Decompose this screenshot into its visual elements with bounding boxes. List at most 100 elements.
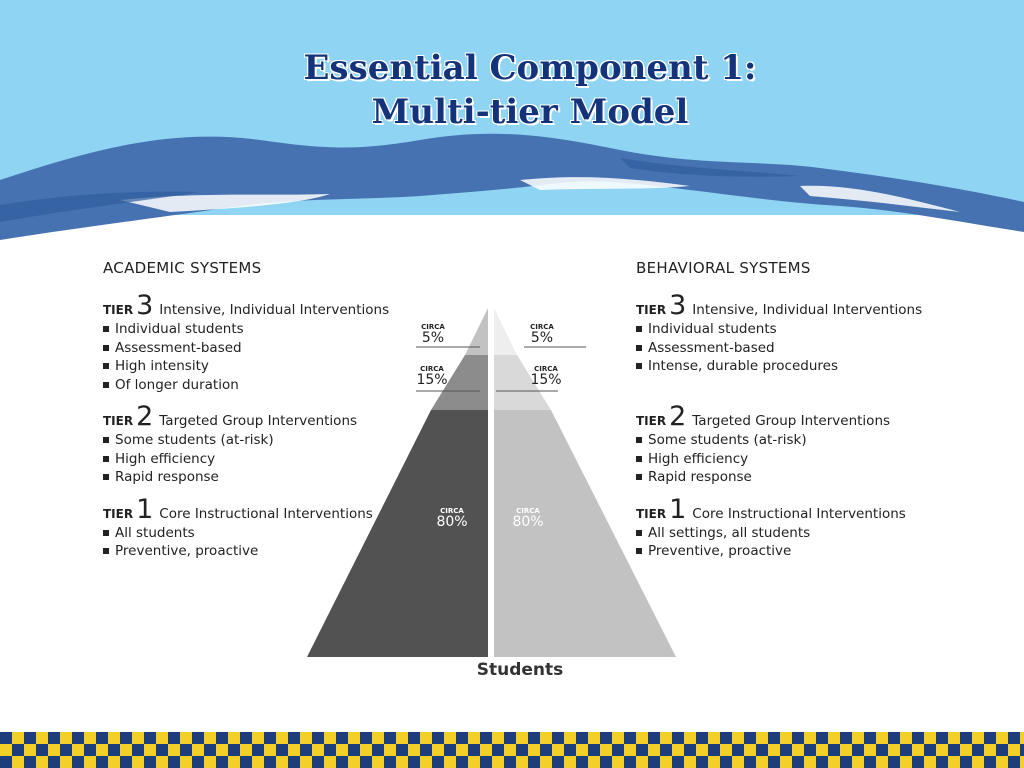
checker-square [732, 744, 744, 756]
checker-square [696, 744, 708, 756]
list-item: Individual students [636, 320, 966, 339]
checker-square [156, 732, 168, 744]
checker-square [588, 732, 600, 744]
checker-square [432, 756, 444, 768]
tier-item-list: Individual students Assessment-based Int… [636, 320, 966, 394]
checker-square [456, 744, 468, 756]
checker-square [444, 756, 456, 768]
checker-square [660, 732, 672, 744]
checker-square [396, 756, 408, 768]
checker-square [228, 732, 240, 744]
checker-square [888, 744, 900, 756]
checker-square [480, 744, 492, 756]
behavioral-tier-3: TIER 3 Intensive, Individual Interventio… [636, 292, 966, 394]
behavioral-tier-2-segment [494, 355, 551, 410]
checker-square [108, 744, 120, 756]
checker-square [900, 756, 912, 768]
checker-square [552, 744, 564, 756]
checker-square [96, 744, 108, 756]
checker-square [540, 756, 552, 768]
checker-square [516, 744, 528, 756]
checker-square [264, 744, 276, 756]
checker-square [348, 756, 360, 768]
checker-square [132, 732, 144, 744]
checker-square [60, 732, 72, 744]
checker-square [744, 732, 756, 744]
checker-square [180, 756, 192, 768]
checker-square [804, 744, 816, 756]
checker-square [0, 732, 12, 744]
checker-square [384, 756, 396, 768]
checker-square [564, 756, 576, 768]
checker-square [360, 744, 372, 756]
checker-square [684, 732, 696, 744]
checker-square [876, 732, 888, 744]
checker-square [600, 732, 612, 744]
checker-square [252, 756, 264, 768]
checker-square [168, 756, 180, 768]
checker-square [936, 744, 948, 756]
checker-square [84, 756, 96, 768]
checker-square [372, 756, 384, 768]
checker-square [180, 744, 192, 756]
behavioral-systems-column: BEHAVIORAL SYSTEMS TIER 3 Intensive, Ind… [636, 259, 966, 572]
behavioral-tier-1-label: CIRCA 80% [508, 507, 548, 530]
checker-square [636, 732, 648, 744]
checker-square [660, 756, 672, 768]
tier-word: TIER [103, 414, 134, 428]
checker-square [24, 744, 36, 756]
checker-square [360, 732, 372, 744]
checker-square [828, 732, 840, 744]
checker-square [768, 744, 780, 756]
checker-square [996, 732, 1008, 744]
academic-tier-3: TIER 3 Intensive, Individual Interventio… [103, 292, 403, 394]
checker-square [888, 732, 900, 744]
checker-square [1008, 744, 1020, 756]
checker-square [72, 732, 84, 744]
checker-square [792, 744, 804, 756]
academic-tier-3-label: CIRCA 5% [418, 323, 448, 346]
checker-square [204, 756, 216, 768]
checker-square [720, 756, 732, 768]
title-line-1: Essential Component 1: [303, 48, 757, 88]
checker-square [396, 744, 408, 756]
checker-square [1020, 744, 1024, 756]
checker-square [780, 744, 792, 756]
checker-square [240, 744, 252, 756]
checker-square [852, 732, 864, 744]
checker-square [36, 744, 48, 756]
checker-square [756, 756, 768, 768]
checker-square [276, 744, 288, 756]
checker-square [888, 756, 900, 768]
checker-square [324, 732, 336, 744]
checker-square [624, 744, 636, 756]
checker-square [348, 732, 360, 744]
checker-square [540, 744, 552, 756]
checker-square [96, 732, 108, 744]
checker-square [468, 732, 480, 744]
checker-square [72, 744, 84, 756]
behavioral-tier-1: TIER 1 Core Instructional Interventions … [636, 496, 966, 561]
checker-square [456, 732, 468, 744]
wave-band [0, 133, 1024, 240]
checker-square [984, 732, 996, 744]
list-item: Assessment-based [636, 339, 966, 358]
tier-number: 1 [136, 493, 154, 525]
checker-square [840, 744, 852, 756]
tier-number: 2 [136, 401, 154, 432]
list-item: High intensity [103, 357, 403, 376]
checker-square [228, 744, 240, 756]
academic-systems-column: ACADEMIC SYSTEMS TIER 3 Intensive, Indiv… [103, 259, 403, 572]
checker-square [576, 744, 588, 756]
title-line-2: Multi-tier Model [371, 92, 689, 132]
tier-word: TIER [103, 506, 134, 521]
wave-highlight [120, 177, 960, 212]
tier-title: Intensive, Individual Interventions [692, 302, 923, 318]
percent-label: 5% [421, 330, 445, 346]
checker-square [972, 756, 984, 768]
checker-square [984, 756, 996, 768]
checker-square [900, 744, 912, 756]
checker-square [924, 732, 936, 744]
checker-square [708, 756, 720, 768]
